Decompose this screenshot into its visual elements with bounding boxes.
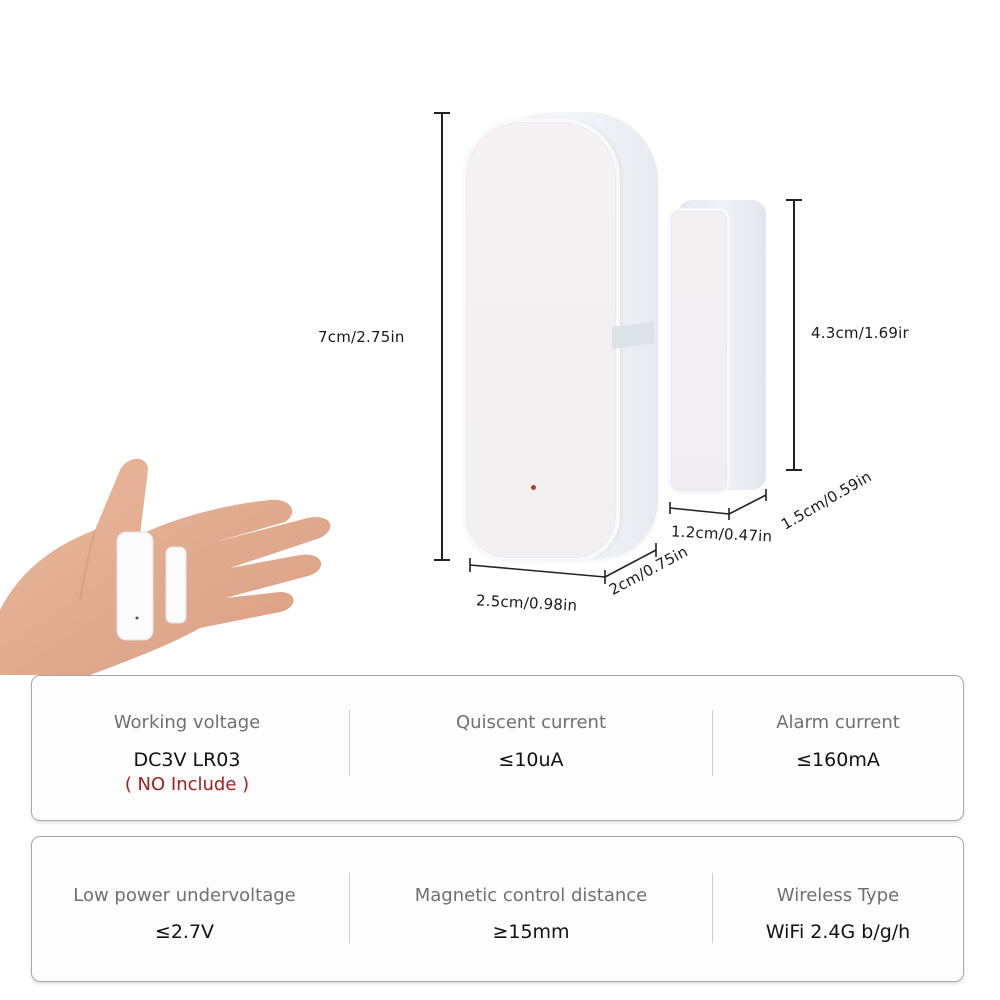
spec-divider (712, 710, 713, 776)
main-sensor-image (462, 112, 658, 562)
main-sensor-face (462, 118, 620, 562)
spec-card-power: Working voltage DC3V LR03 ( NO Include )… (31, 675, 964, 821)
spec-magnetic-control-distance: Magnetic control distance ≥15mm (350, 837, 712, 981)
spec-label: Magnetic control distance (414, 885, 648, 906)
spec-value: ≤2.7V (154, 921, 215, 943)
main-height-label: 7cm/2.75in (318, 328, 405, 346)
hand-illustration (0, 458, 331, 675)
magnet-width-depth-dimension-lines (669, 489, 767, 520)
battery-not-included-note: ( NO Include ) (124, 774, 250, 795)
spec-divider (349, 710, 350, 776)
spec-value: ≥15mm (492, 921, 570, 943)
spec-label: Wireless Type (776, 885, 900, 906)
spec-divider (712, 873, 713, 943)
spec-value: WiFi 2.4G b/g/h (765, 921, 911, 943)
spec-card-connectivity: Low power undervoltage ≤2.7V Magnetic co… (31, 836, 964, 982)
spec-low-power-undervoltage: Low power undervoltage ≤2.7V (32, 837, 337, 981)
main-height-dimension-line (441, 113, 443, 560)
spec-wireless-type: Wireless Type WiFi 2.4G b/g/h (713, 837, 963, 981)
spec-working-voltage: Working voltage DC3V LR03 ( NO Include ) (32, 676, 342, 820)
spec-quiescent-current: Quiscent current ≤10uA (350, 676, 712, 820)
main-width-depth-dimension-lines (469, 543, 657, 584)
spec-value: ≤160mA (796, 749, 880, 771)
magnet-height-dimension-line (793, 200, 795, 470)
magnet-depth-label: 1.5cm/0.59in (778, 467, 875, 534)
spec-value: DC3V LR03 (133, 749, 241, 771)
spec-divider (349, 873, 350, 943)
spec-alarm-current: Alarm current ≤160mA (713, 676, 963, 820)
spec-value: ≤10uA (498, 749, 564, 771)
spec-label: Alarm current (776, 712, 900, 733)
magnet-height-label: 4.3cm/1.69ir (811, 324, 909, 342)
spec-label: Quiscent current (455, 712, 607, 733)
spec-label: Working voltage (113, 712, 261, 733)
magnet-height-tick-bottom (786, 469, 802, 471)
hand-size-reference-image (0, 450, 340, 675)
magnet-height-tick-top (786, 199, 802, 201)
main-height-tick-top (434, 112, 450, 114)
main-height-tick-bottom (434, 559, 450, 561)
magnet-face (668, 208, 730, 494)
led-indicator-icon (531, 485, 536, 490)
spec-label: Low power undervoltage (73, 885, 296, 906)
magnet-image (668, 200, 766, 494)
